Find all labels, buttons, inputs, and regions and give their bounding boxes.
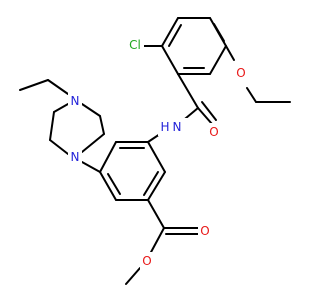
atom-nitrogen-piperazine-top: N bbox=[71, 94, 80, 108]
atom-oxygen-amide: O bbox=[209, 125, 218, 139]
atom-hydrogen-amide: H bbox=[160, 120, 169, 134]
atom-nitrogen-amide: N bbox=[173, 120, 182, 134]
atom-labels: Cl O O H N N N O O bbox=[68, 36, 248, 270]
atom-oxygen-ester-carbonyl: O bbox=[200, 224, 209, 238]
atom-nitrogen-piperazine-bottom: N bbox=[71, 150, 80, 164]
atom-oxygen-methoxy: O bbox=[236, 66, 245, 80]
molecule-structure: Cl O O H N N N O O bbox=[19, 17, 291, 285]
atom-oxygen-ester-ether: O bbox=[142, 254, 151, 268]
atom-chlorine: Cl bbox=[129, 38, 141, 52]
bonds bbox=[19, 17, 291, 285]
